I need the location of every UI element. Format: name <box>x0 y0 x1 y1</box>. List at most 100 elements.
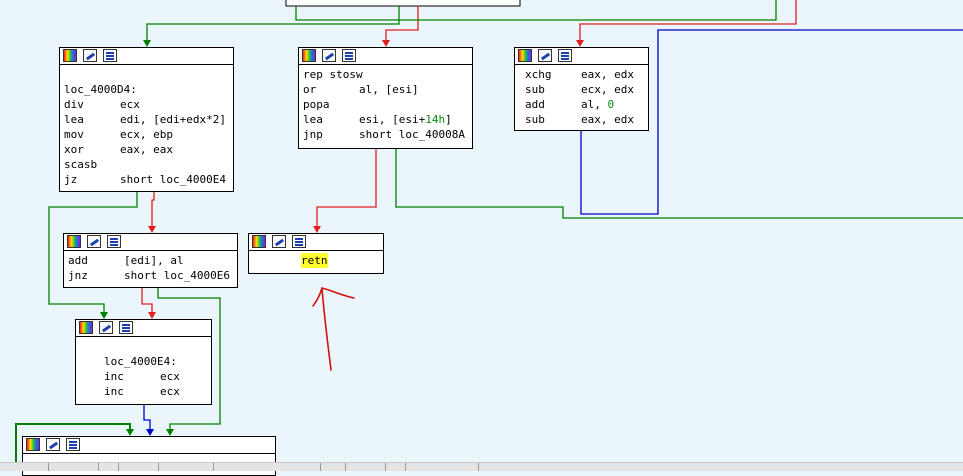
instruction-line[interactable]: xchg eax, edx <box>525 67 644 82</box>
instruction-line[interactable]: loc_4000D4: <box>64 82 229 97</box>
mnemonic: xchg <box>525 68 552 81</box>
mnemonic: sub <box>525 83 545 96</box>
operands: esi, [esi+ <box>359 113 426 126</box>
color-palette-icon[interactable] <box>79 321 93 334</box>
arrow-bottom-green-2 <box>126 429 134 436</box>
arrow-bottom-blue <box>146 429 154 436</box>
edge-top-to-node-b <box>385 6 419 40</box>
operands: eax, edx <box>581 113 634 126</box>
operands: al, [esi] <box>359 83 419 96</box>
rename-icon[interactable] <box>272 235 286 248</box>
edge-node-a-to-node-d <box>151 192 155 226</box>
mnemonic: popa <box>303 98 330 111</box>
color-palette-icon[interactable] <box>302 49 316 62</box>
operands: edi, [edi+edx*2] <box>120 113 226 126</box>
edge-green-loop-bottom <box>15 423 131 470</box>
edge-blue-loop <box>580 29 963 215</box>
operands: eax, edx <box>581 68 634 81</box>
mnemonic: loc_4000D4: <box>64 83 137 96</box>
immediate-value: 14h <box>425 113 446 126</box>
graph-overview-icon[interactable] <box>292 235 306 248</box>
annotation-arrow-icon <box>312 287 355 371</box>
color-palette-icon[interactable] <box>26 438 40 451</box>
instruction-line[interactable]: sub eax, edx <box>525 112 644 127</box>
instruction-line[interactable]: popa <box>303 97 468 112</box>
arrow-node-d <box>148 226 156 233</box>
mnemonic: inc <box>104 385 124 398</box>
rename-icon[interactable] <box>538 49 552 62</box>
graph-overview-icon[interactable] <box>103 49 117 62</box>
mnemonic: jnp <box>303 128 323 141</box>
instruction-line[interactable]: scasb <box>64 157 229 172</box>
instruction-line[interactable]: loc_4000E4: <box>104 354 207 369</box>
operands: short loc_4000E6 <box>124 269 230 282</box>
instruction-line[interactable]: div ecx <box>64 97 229 112</box>
mnemonic: div <box>64 98 84 111</box>
edge-node-d-to-bottom <box>157 288 221 429</box>
mnemonic: lea <box>64 113 84 126</box>
arrow-node-f-red <box>148 312 156 319</box>
instruction-line[interactable]: rep stosw <box>303 67 468 82</box>
mnemonic: sub <box>525 113 545 126</box>
blank-line <box>104 339 207 354</box>
node-header <box>249 234 383 251</box>
node-header <box>299 48 472 65</box>
instruction-line[interactable]: jnp short loc_40008A <box>303 127 468 142</box>
rename-icon[interactable] <box>83 49 97 62</box>
arrow-node-a <box>143 40 151 47</box>
color-palette-icon[interactable] <box>63 49 77 62</box>
edge-node-b-green-right <box>395 149 963 219</box>
rename-icon[interactable] <box>99 321 113 334</box>
rename-icon[interactable] <box>46 438 60 451</box>
operands: ecx <box>120 98 140 111</box>
color-palette-icon[interactable] <box>67 235 81 248</box>
graph-overview-icon[interactable] <box>119 321 133 334</box>
graph-overview-icon[interactable] <box>558 49 572 62</box>
operands: [edi], al <box>124 254 184 267</box>
node-body: retn <box>249 251 383 270</box>
edge-top-to-node-c <box>579 0 797 40</box>
arrow-node-b <box>382 40 390 47</box>
operands: short loc_40008A <box>359 128 465 141</box>
instruction-line[interactable]: lea edi, [edi+edx*2] <box>64 112 229 127</box>
rename-icon[interactable] <box>322 49 336 62</box>
graph-overview-icon[interactable] <box>107 235 121 248</box>
instruction-line[interactable]: add[edi], al <box>68 253 233 268</box>
instruction-line[interactable]: jnz short loc_4000E6 <box>68 268 233 283</box>
graph-overview-icon[interactable] <box>342 49 356 62</box>
graph-overview-icon[interactable] <box>66 438 80 451</box>
node-retn[interactable]: retn <box>248 233 384 274</box>
node-header <box>60 48 233 65</box>
arrow-node-f-green <box>100 312 108 319</box>
color-palette-icon[interactable] <box>252 235 266 248</box>
color-palette-icon[interactable] <box>518 49 532 62</box>
rename-icon[interactable] <box>87 235 101 248</box>
mnemonic: add <box>525 98 545 111</box>
mnemonic: retn <box>301 253 328 268</box>
node-header <box>76 320 211 337</box>
mnemonic: jnz <box>68 269 88 282</box>
instruction-line[interactable]: retn <box>301 253 379 268</box>
operands: ecx <box>160 370 180 383</box>
